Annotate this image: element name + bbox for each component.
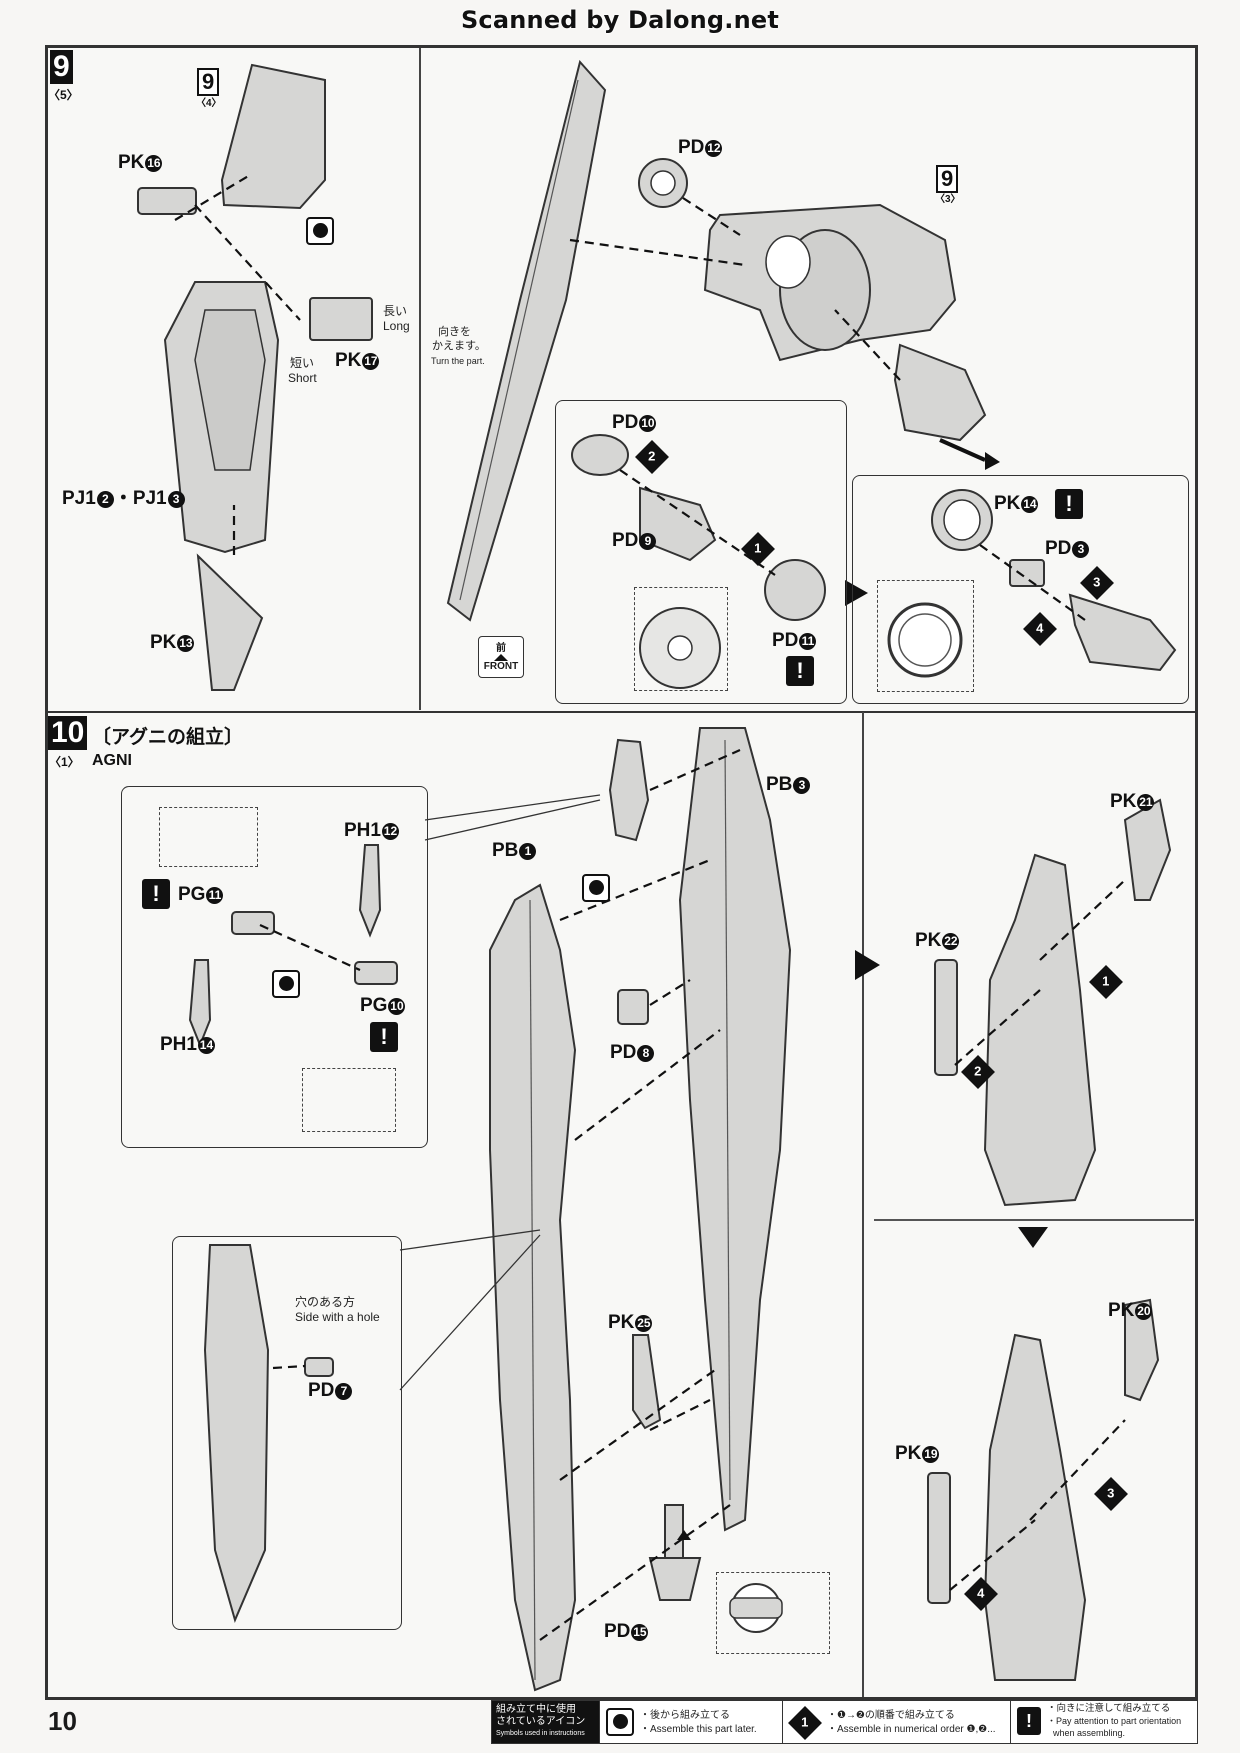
legend-order-icon: 1 [788, 1706, 822, 1740]
legend-order-en: ・Assemble in numerical order ❶,❷... [827, 1724, 996, 1735]
assemble-later-icon-pb3 [582, 874, 610, 902]
legend-order-jp: ・❶→❷の順番で組み立てる [827, 1710, 955, 1721]
pd11-detail-inset [634, 587, 728, 691]
step-9-ref2-sub: 〈3〉 [935, 194, 961, 205]
legend-assemble-later-icon [606, 1708, 634, 1736]
legend-heading-jp1: 組み立て中に使用 [496, 1704, 576, 1715]
front-arrow-icon [494, 654, 508, 661]
icon-legend: 組み立て中に使用 されているアイコン Symbols used in instr… [491, 1700, 1198, 1744]
page-number: 10 [48, 1706, 77, 1736]
legend-warn-en1: ・Pay attention to part orientation [1047, 1716, 1182, 1726]
hole-jp: 穴のある方 [295, 1295, 356, 1309]
step-10-inset-top [121, 786, 428, 1148]
pg11-detail-inset [159, 807, 258, 867]
legend-assemble-later: ・後から組み立てる ・Assemble this part later. [600, 1701, 783, 1743]
front-en: FRONT [483, 661, 519, 672]
step-10-inset-bottom [172, 1236, 402, 1630]
label-short-en: Short [288, 371, 317, 385]
step-9-ref-number: 9 [197, 68, 220, 96]
legend-assemble-later-jp: ・後から組み立てる [640, 1710, 730, 1721]
legend-warn-icon: ! [1017, 1707, 1041, 1735]
legend-heading-jp2: されているアイコン [496, 1716, 586, 1727]
turn-jp-1: 向きを [438, 326, 471, 338]
front-badge: 前 FRONT [478, 636, 524, 678]
divider-step10 [862, 712, 864, 1697]
divider-step10-right [874, 1219, 1194, 1221]
legend-assemble-later-en: ・Assemble this part later. [640, 1724, 757, 1735]
step-9-sub: 〈5〉 [48, 88, 79, 102]
legend-warn-en2: when assembling. [1053, 1728, 1126, 1738]
step-10-number: 10 [48, 716, 88, 750]
label-short-jp: 短い [290, 356, 315, 370]
warn-icon-pg11: ! [142, 879, 170, 909]
pd15-detail-inset [716, 1572, 830, 1654]
warn-icon-pg10: ! [370, 1022, 398, 1052]
label-long-en: Long [383, 319, 410, 333]
legend-heading: 組み立て中に使用 されているアイコン Symbols used in instr… [492, 1701, 600, 1743]
assemble-later-icon [306, 217, 334, 245]
legend-orientation: ! ・向きに注意して組み立てる ・Pay attention to part o… [1011, 1701, 1197, 1743]
divider-steps [48, 711, 1196, 713]
label-long-jp: 長い [383, 304, 408, 318]
legend-warn-jp: ・向きに注意して組み立てる [1047, 1703, 1171, 1714]
pg10-detail-inset [302, 1068, 396, 1132]
step-9-number: 9 [50, 50, 73, 84]
step-9-detail-box-right [852, 475, 1189, 704]
assemble-later-icon-pg [272, 970, 300, 998]
step-9-detail-box [555, 400, 847, 704]
pk14-detail-inset [877, 580, 974, 692]
step-10-title-jp: 〔アグニの組立〕 [92, 727, 244, 748]
turn-jp-2: かえます。 [432, 340, 486, 352]
step-10-title-en: AGNI [92, 752, 132, 769]
divider-step9 [419, 48, 421, 710]
watermark: Scanned by Dalong.net [460, 6, 780, 34]
legend-heading-en: Symbols used in instructions [496, 1730, 585, 1737]
front-jp: 前 [496, 643, 506, 654]
turn-en: Turn the part. [431, 356, 485, 366]
step-9-ref-sub: 〈4〉 [196, 98, 222, 109]
warn-icon-pk14: ! [1055, 489, 1083, 519]
step-9-ref2-number: 9 [936, 165, 959, 193]
hole-en: Side with a hole [295, 1310, 380, 1324]
legend-numerical-order: 1 ・❶→❷の順番で組み立てる ・Assemble in numerical o… [783, 1701, 1011, 1743]
warn-icon-pd11: ! [786, 656, 814, 686]
step-10-sub: 〈1〉 [49, 755, 80, 769]
